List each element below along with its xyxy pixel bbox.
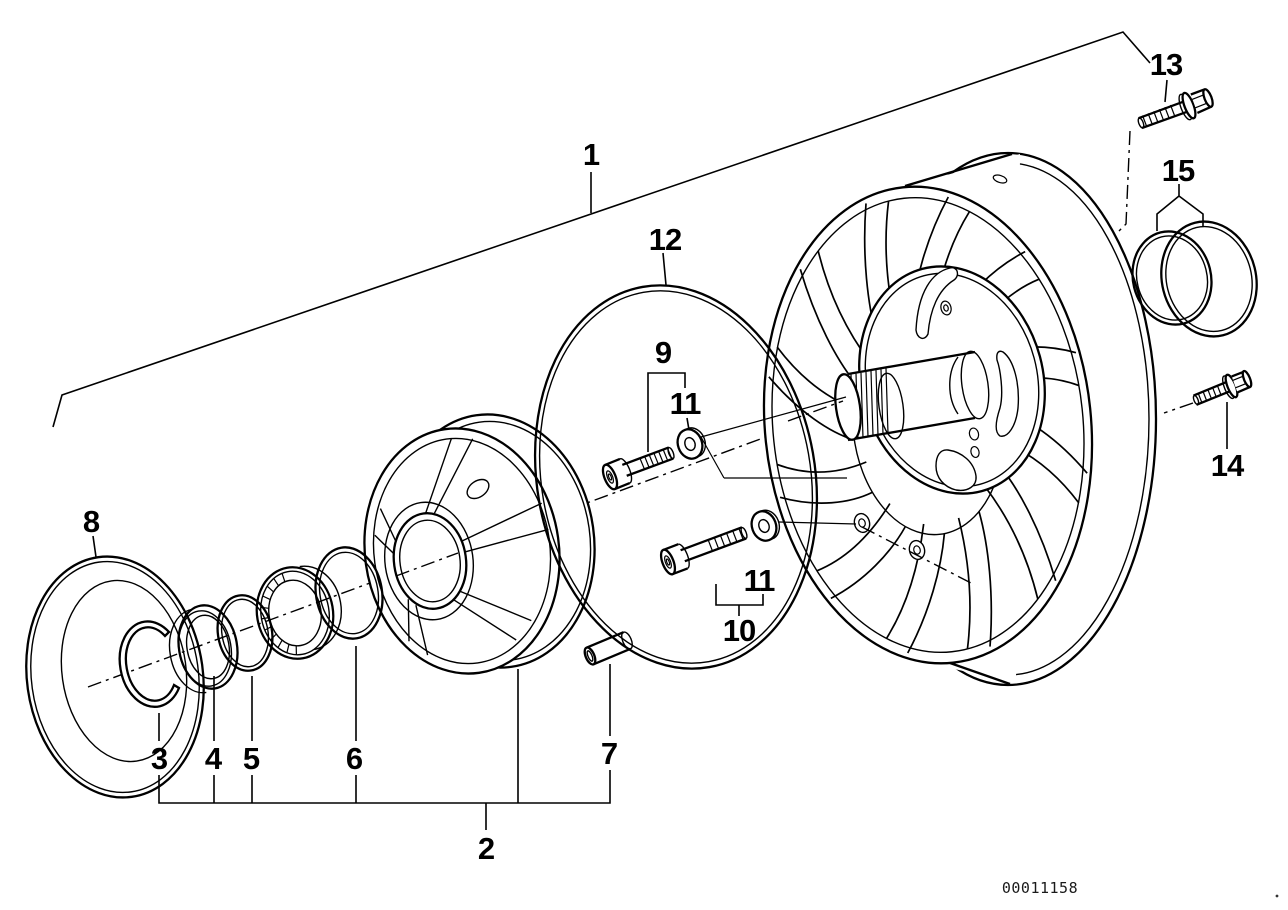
- hub-slot-hole: [466, 478, 490, 500]
- callout-6: 6: [346, 741, 363, 776]
- callout-11-top: 11: [670, 386, 702, 421]
- bearing-rollers: [260, 573, 297, 655]
- part-14-bolt: [1192, 369, 1253, 406]
- callout-4: 4: [205, 741, 223, 776]
- part-11-washer-bottom: [750, 509, 781, 542]
- part-10-bolt: [659, 526, 748, 576]
- bolt-10-threads: [707, 528, 744, 552]
- part-4-sleeve: [168, 604, 239, 694]
- callout-8-leader: [92, 535, 97, 558]
- part-9-bolt: [601, 446, 675, 491]
- callout-8: 8: [83, 504, 100, 539]
- callout-11a-stub: [686, 417, 690, 431]
- parts-upper-leaders: [158, 646, 611, 741]
- part-2-pulley-hub: [363, 413, 596, 675]
- axis-over-hub-bore: [395, 552, 459, 577]
- bolt-10-target-dash: [861, 526, 976, 586]
- hub-spokes: [374, 438, 549, 656]
- callout-2: 2: [478, 831, 494, 866]
- bolt-13-threads: [1141, 104, 1176, 127]
- bolt-10-socket: [664, 555, 672, 569]
- callout-2-bracket: [158, 669, 611, 830]
- callout-12-leader: [662, 252, 667, 286]
- callout-labels: 1 2 3 4 5 6 7 8 9 10 11 11 12 13 14 15: [83, 47, 1246, 866]
- bolt-9-target-lines: [700, 396, 847, 479]
- callout-12: 12: [649, 222, 681, 257]
- part-15-rings: [1131, 220, 1258, 338]
- part-13-bolt: [1137, 88, 1214, 130]
- callout-3: 3: [151, 741, 168, 776]
- callout-13: 13: [1150, 47, 1183, 82]
- fan-drum: [762, 151, 1158, 687]
- callout-15: 15: [1162, 153, 1195, 188]
- bolt-10-pointer: [778, 521, 857, 525]
- bolt-9-socket: [605, 470, 615, 484]
- axis-over-drum: [787, 400, 844, 422]
- drum-rim-hole: [992, 174, 1008, 184]
- callout-1: 1: [583, 137, 600, 172]
- image-id-text: 00011158: [1002, 879, 1078, 897]
- callout-9-bracket: [647, 372, 686, 452]
- drum-splined-shaft: [834, 350, 990, 442]
- callout-leaders: [92, 79, 1228, 830]
- callout-14-dash: [1163, 402, 1194, 414]
- drum-bolt-holes: [853, 512, 926, 561]
- callout-13-dash: [1118, 130, 1131, 232]
- callout-7: 7: [601, 736, 617, 771]
- part-3-snap-ring: [118, 620, 181, 708]
- callout-5: 5: [243, 741, 260, 776]
- needle-bearing: [255, 565, 342, 660]
- callout-11-bottom: 11: [744, 563, 776, 598]
- callout-10: 10: [723, 613, 755, 648]
- callout-9: 9: [655, 335, 672, 370]
- bolt-14-threads: [1197, 386, 1222, 404]
- part-6-ring: [314, 546, 384, 640]
- callout-15-bracket: [1156, 184, 1204, 231]
- part-12-ring: [533, 284, 819, 670]
- callout-13-leader: [1164, 79, 1168, 103]
- part-11-washer-top: [676, 427, 707, 460]
- callout-14: 14: [1211, 448, 1245, 483]
- callout-1-leader: [52, 31, 1151, 428]
- footer-dot: [1275, 894, 1279, 898]
- callout-10-bracket: [715, 584, 764, 616]
- part-5-ring: [216, 594, 274, 672]
